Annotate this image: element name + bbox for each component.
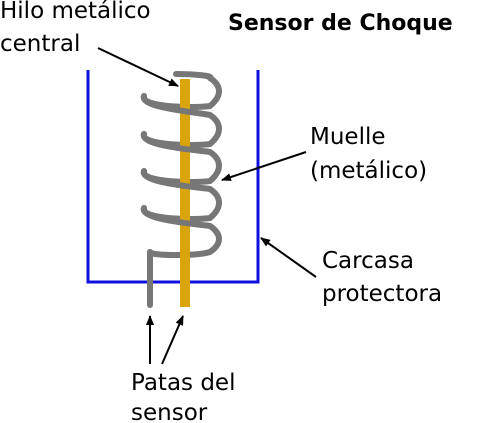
pointer-arrows xyxy=(97,47,317,365)
arrow-housing xyxy=(260,237,317,278)
label-housing-line1: Carcasa xyxy=(322,248,414,274)
protective-housing xyxy=(86,70,260,284)
label-legs-line2: sensor xyxy=(131,400,208,423)
central-metal-wire xyxy=(180,79,190,307)
label-legs-line1: Patas del xyxy=(131,370,235,396)
arrow-leg-right xyxy=(161,315,184,365)
spring-front-strands xyxy=(141,71,214,308)
label-spring-line2: (metálico) xyxy=(310,158,427,184)
label-central-wire-line2: central xyxy=(0,31,80,57)
arrow-spring xyxy=(221,151,307,181)
arrow-central-wire xyxy=(97,47,179,87)
diagram-title: Sensor de Choque xyxy=(228,11,453,36)
label-housing-line2: protectora xyxy=(322,281,442,307)
label-spring-line1: Muelle xyxy=(310,124,386,150)
label-central-wire-line1: Hilo metálico xyxy=(0,0,151,24)
